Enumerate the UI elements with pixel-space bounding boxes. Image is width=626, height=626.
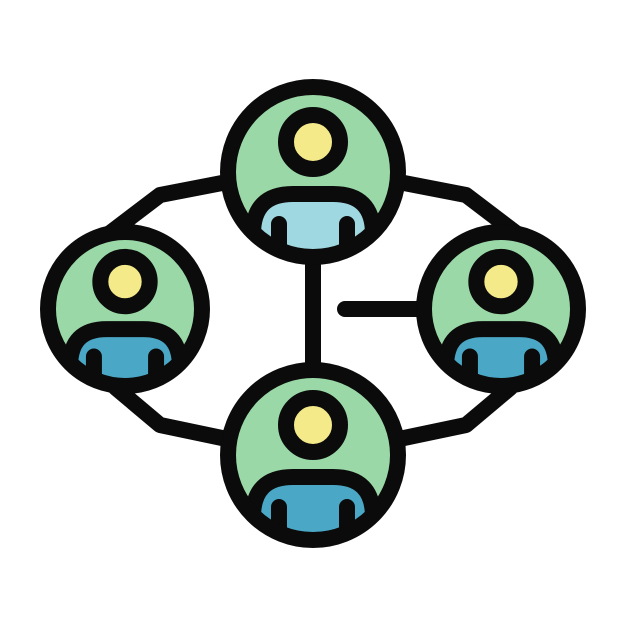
user-node-right <box>416 224 586 394</box>
user-node-top <box>220 79 406 265</box>
node-outline <box>416 224 586 394</box>
connector-top-right <box>396 175 524 241</box>
person-head <box>468 248 534 315</box>
user-nodes <box>40 79 586 548</box>
connector-left-bottom <box>108 380 230 446</box>
user-node-left <box>40 224 210 394</box>
connector-lines <box>102 175 524 446</box>
person-head <box>278 107 348 177</box>
person-head <box>92 248 158 315</box>
person-head <box>278 390 348 460</box>
connector-top-left <box>102 175 230 241</box>
node-outline <box>220 79 406 265</box>
node-outline <box>40 224 210 394</box>
connector-right-bottom <box>396 380 518 446</box>
node-outline <box>220 362 406 548</box>
user-node-bottom <box>220 362 406 548</box>
